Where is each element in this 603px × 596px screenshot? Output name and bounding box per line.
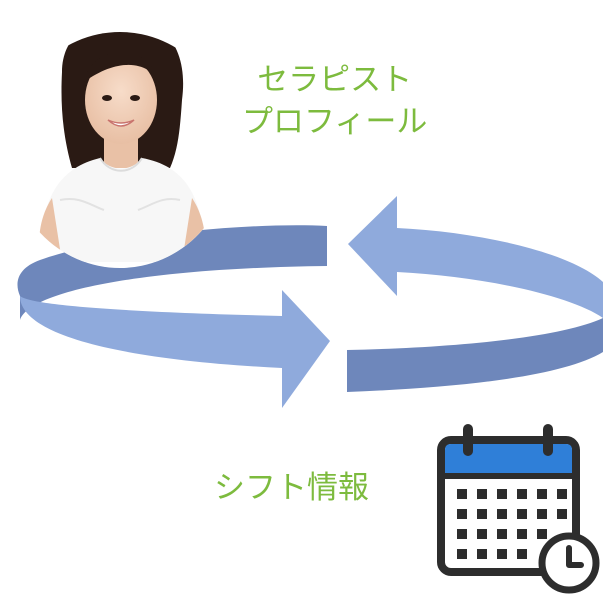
calendar-day-grid (457, 489, 567, 559)
calendar-day-cell (537, 489, 547, 499)
calendar-day-cell (477, 489, 487, 499)
calendar-day-cell (457, 509, 467, 519)
right-arrow-head (348, 196, 397, 296)
right-cycle-arrow (347, 196, 603, 392)
therapist-portrait-icon (8, 32, 232, 268)
calendar-day-cell (557, 489, 567, 499)
calendar-day-cell (557, 509, 567, 519)
right-arrow-back (397, 228, 603, 318)
calendar-clock-icon (437, 424, 600, 594)
calendar-day-cell (517, 529, 527, 539)
calendar-day-cell (537, 509, 547, 519)
calendar-header (445, 444, 572, 474)
calendar-day-cell (517, 549, 527, 559)
calendar-day-cell (457, 549, 467, 559)
shift-info-label: シフト情報 (214, 470, 369, 506)
calendar-day-cell (517, 489, 527, 499)
clock-hands (566, 545, 584, 568)
right-arrow-front (347, 318, 603, 392)
therapist-profile-label: セラピスト プロフィール (242, 60, 427, 144)
calendar-day-cell (477, 529, 487, 539)
calendar-day-cell (517, 509, 527, 519)
calendar-day-cell (457, 489, 467, 499)
calendar-day-cell (497, 509, 507, 519)
profile-label-line2: プロフィール (242, 103, 428, 140)
calendar-day-cell (497, 549, 507, 559)
calendar-ring-right (543, 424, 553, 456)
calendar-day-cell (537, 529, 547, 539)
calendar-ring-left (463, 424, 473, 456)
calendar-day-cell (497, 489, 507, 499)
profile-label-line1: セラピスト (257, 62, 413, 98)
left-arrow-front (20, 296, 282, 368)
calendar-day-cell (457, 529, 467, 539)
left-arrow-head (282, 290, 330, 408)
calendar-day-cell (497, 529, 507, 539)
calendar-day-cell (477, 549, 487, 559)
calendar-day-cell (477, 509, 487, 519)
